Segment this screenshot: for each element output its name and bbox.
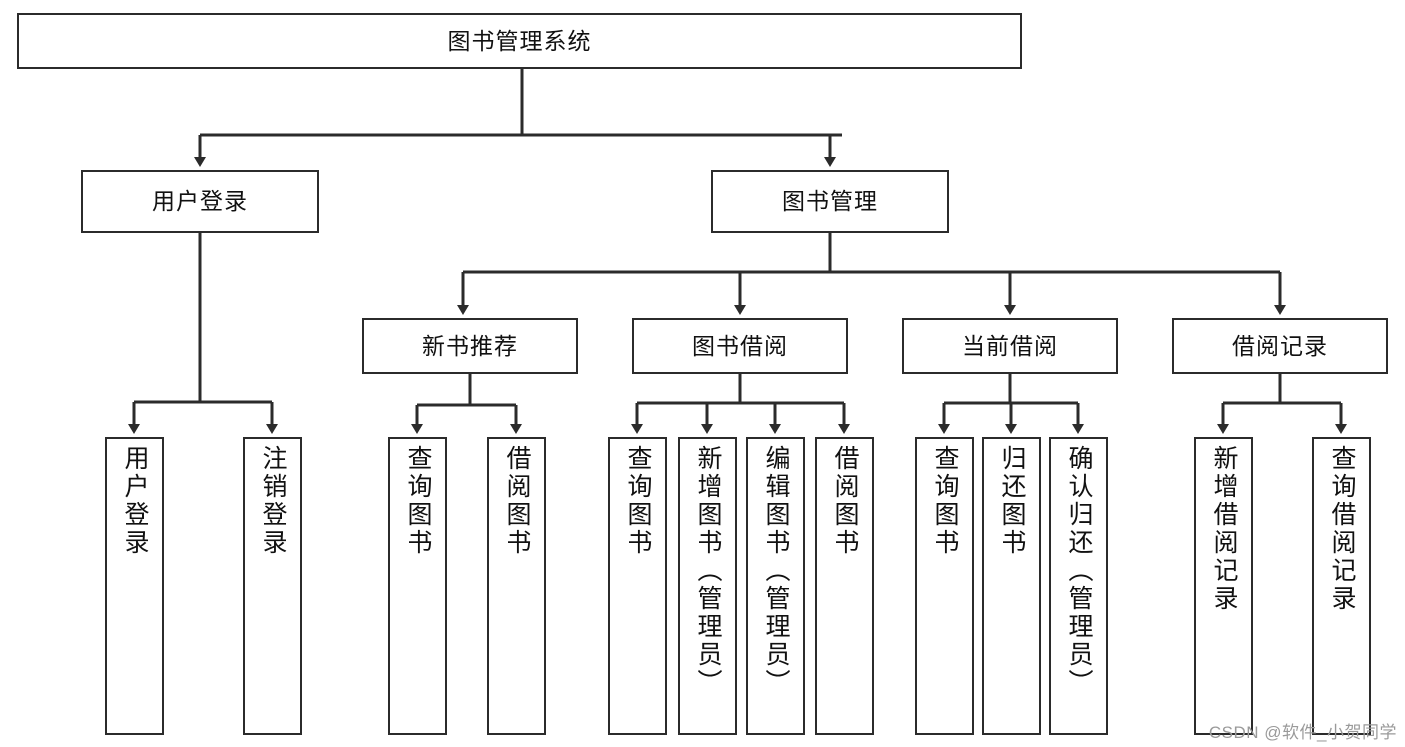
node-label: 确认归还（管理员） [1065, 445, 1093, 697]
node-label: 借阅图书 [831, 445, 859, 557]
leaf-user-login[interactable]: 用户登录 [105, 437, 164, 735]
leaf-add-borrow-record[interactable]: 新增借阅记录 [1194, 437, 1253, 735]
leaf-edit-book-admin[interactable]: 编辑图书（管理员） [746, 437, 805, 735]
node-label: 图书管理系统 [447, 27, 592, 54]
leaf-logout[interactable]: 注销登录 [243, 437, 302, 735]
leaf-return-book[interactable]: 归还图书 [982, 437, 1041, 735]
node-label: 注销登录 [259, 445, 287, 557]
node-label: 新书推荐 [422, 332, 518, 359]
node-label: 图书借阅 [692, 332, 788, 359]
node-borrow-record[interactable]: 借阅记录 [1172, 318, 1388, 374]
leaf-query-borrow-record[interactable]: 查询借阅记录 [1312, 437, 1371, 735]
leaf-add-book-admin[interactable]: 新增图书（管理员） [678, 437, 737, 735]
node-label: 新增借阅记录 [1210, 445, 1238, 613]
node-label: 编辑图书（管理员） [762, 445, 790, 697]
node-label: 用户登录 [121, 445, 149, 557]
leaf-lend-book[interactable]: 借阅图书 [815, 437, 874, 735]
node-label: 图书管理 [782, 188, 878, 215]
node-book-management[interactable]: 图书管理 [711, 170, 949, 233]
node-label: 借阅图书 [503, 445, 531, 557]
node-label: 当前借阅 [962, 332, 1058, 359]
leaf-borrow-book-newbook[interactable]: 借阅图书 [487, 437, 546, 735]
node-user-login[interactable]: 用户登录 [81, 170, 319, 233]
node-label: 查询图书 [931, 445, 959, 557]
node-label: 归还图书 [998, 445, 1026, 557]
csdn-watermark: CSDN @软件_小贺同学 [1208, 723, 1397, 742]
leaf-query-book-current[interactable]: 查询图书 [915, 437, 974, 735]
node-label: 查询借阅记录 [1328, 445, 1356, 613]
leaf-confirm-return-admin[interactable]: 确认归还（管理员） [1049, 437, 1108, 735]
node-label: 新增图书（管理员） [694, 445, 722, 697]
leaf-query-book-borrow[interactable]: 查询图书 [608, 437, 667, 735]
node-label: 查询图书 [404, 445, 432, 557]
node-current-borrow[interactable]: 当前借阅 [902, 318, 1118, 374]
node-root-system[interactable]: 图书管理系统 [17, 13, 1022, 69]
node-label: 用户登录 [152, 188, 248, 215]
node-label: 借阅记录 [1232, 332, 1328, 359]
node-book-borrow[interactable]: 图书借阅 [632, 318, 848, 374]
leaf-query-book-newbook[interactable]: 查询图书 [388, 437, 447, 735]
node-label: 查询图书 [624, 445, 652, 557]
node-new-book-recommend[interactable]: 新书推荐 [362, 318, 578, 374]
